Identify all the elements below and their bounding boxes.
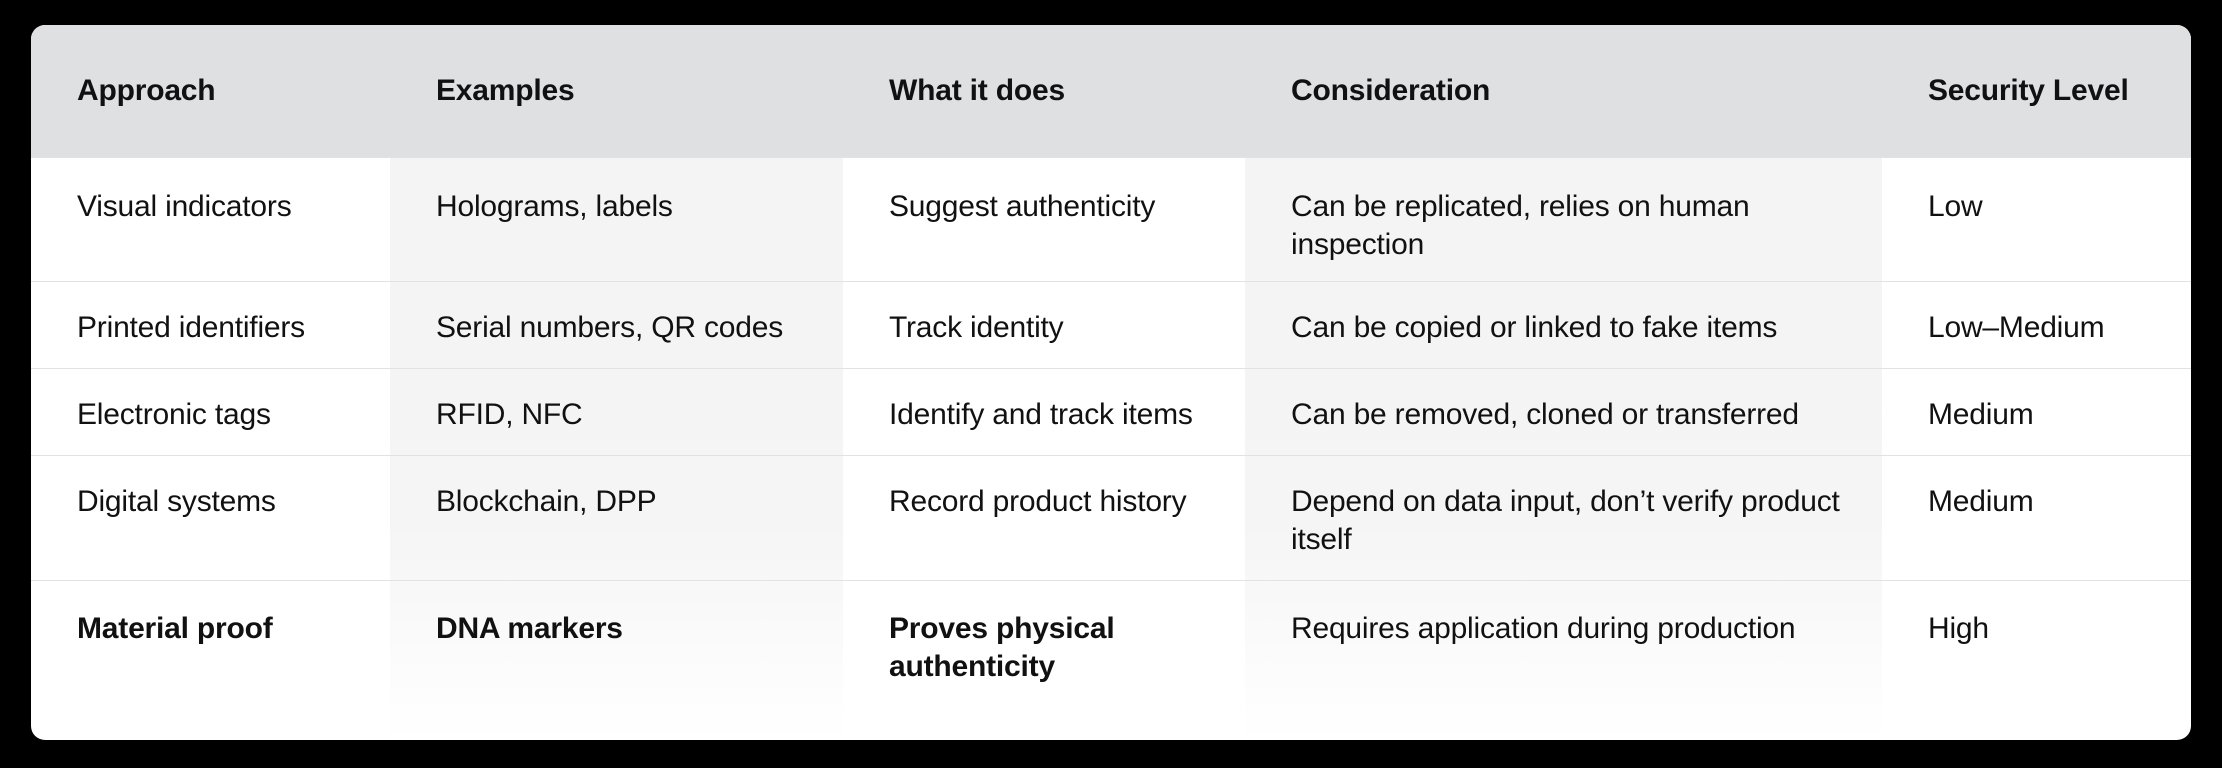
cell-approach: Electronic tags [77,397,271,431]
table-row: Printed identifiers Serial numbers, QR c… [31,281,2191,368]
table-row: Material proof DNA markers Proves physic… [31,580,2191,739]
cell-approach: Printed identifiers [77,310,305,344]
column-shading-examples [390,25,843,740]
cell-consideration: Can be removed, cloned or transferred [1291,397,1799,431]
cell-what-it-does: Identify and track items [889,397,1193,431]
table-row: Electronic tags RFID, NFC Identify and t… [31,368,2191,455]
header-consideration: Consideration [1291,73,1491,107]
cell-approach: Visual indicators [77,189,292,223]
cell-consideration: Can be copied or linked to fake items [1291,310,1778,344]
cell-examples: DNA markers [436,611,623,645]
cell-security-level: Low [1928,189,1983,223]
header-what-it-does: What it does [889,73,1065,107]
table-row: Digital systems Blockchain, DPP Record p… [31,455,2191,580]
comparison-table-card: Approach Examples What it does Considera… [31,25,2191,740]
table-row: Visual indicators Holograms, labels Sugg… [31,157,2191,281]
cell-security-level: Low–Medium [1928,310,2105,344]
column-shading-consideration [1245,25,1882,740]
cell-consideration: Can be replicated, relies on human inspe… [1291,189,1750,261]
cell-examples: Serial numbers, QR codes [436,310,784,344]
cell-examples: Blockchain, DPP [436,484,657,518]
header-security-level: Security Level [1928,73,2129,107]
header-examples: Examples [436,73,575,107]
cell-approach: Material proof [77,611,273,645]
cell-what-it-does: Track identity [889,310,1064,344]
cell-security-level: Medium [1928,484,2034,518]
cell-examples: Holograms, labels [436,189,673,223]
cell-consideration: Depend on data input, don’t verify produ… [1291,484,1840,556]
cell-what-it-does: Proves physical authenticity [889,611,1115,683]
comparison-table: Approach Examples What it does Considera… [31,25,2191,739]
header-approach: Approach [77,73,216,107]
cell-security-level: High [1928,611,1989,645]
table-header-row: Approach Examples What it does Considera… [31,25,2191,157]
cell-consideration: Requires application during production [1291,611,1796,645]
cell-examples: RFID, NFC [436,397,583,431]
cell-what-it-does: Suggest authenticity [889,189,1156,223]
cell-what-it-does: Record product history [889,484,1187,518]
cell-security-level: Medium [1928,397,2034,431]
cell-approach: Digital systems [77,484,276,518]
